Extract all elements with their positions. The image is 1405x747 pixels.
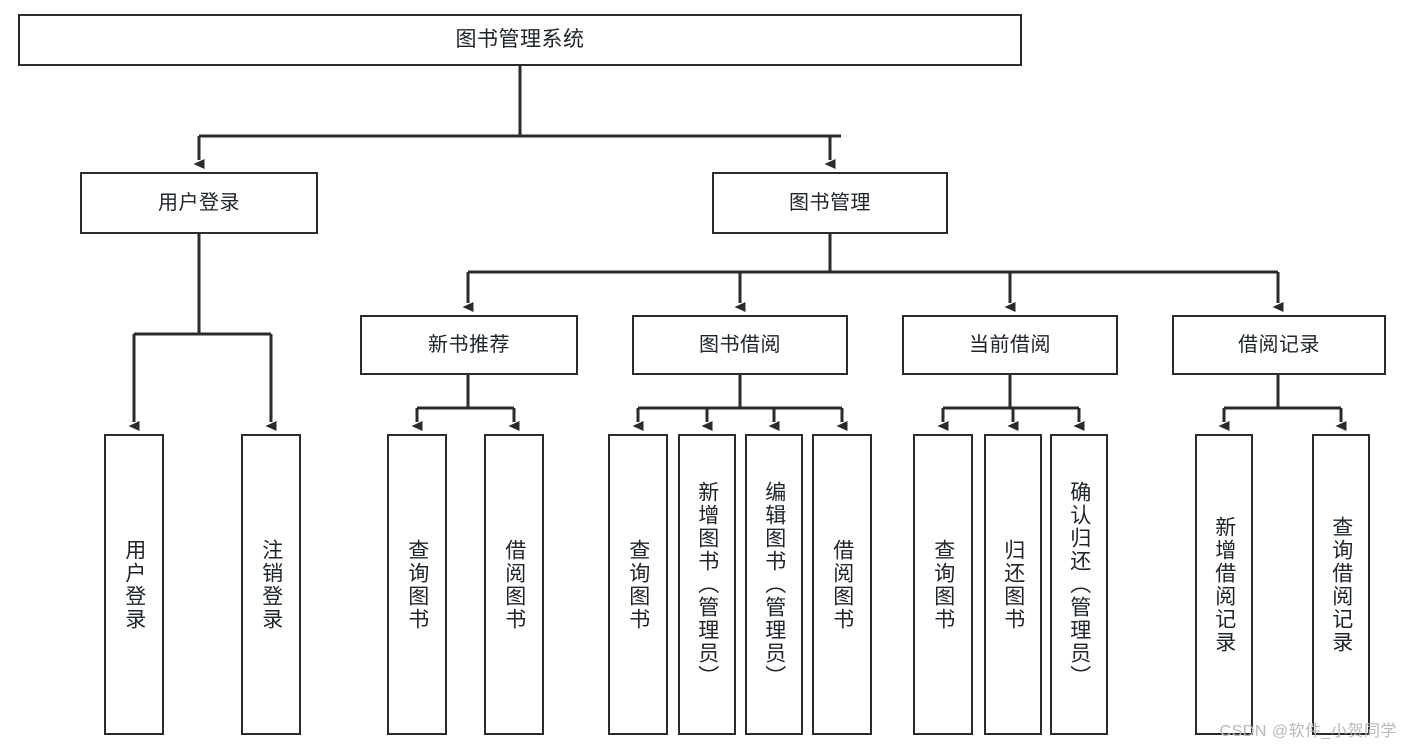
leaf-node[interactable]: 编辑图书（管理员） (745, 434, 803, 735)
leaf-node-label: 归还图书 (1001, 538, 1025, 631)
node-borrow-record[interactable]: 借阅记录 (1172, 315, 1386, 375)
node-new-book-recommend-label: 新书推荐 (428, 333, 510, 356)
leaf-node[interactable]: 查询图书 (387, 434, 447, 735)
node-root-label: 图书管理系统 (455, 28, 585, 52)
leaf-node[interactable]: 借阅图书 (812, 434, 872, 735)
leaf-node-label: 编辑图书（管理员） (762, 481, 786, 688)
leaf-node-label: 新增借阅记录 (1212, 515, 1236, 654)
leaf-node[interactable]: 查询借阅记录 (1312, 434, 1370, 735)
leaf-node-label: 借阅图书 (830, 538, 854, 631)
leaf-node[interactable]: 新增借阅记录 (1195, 434, 1253, 735)
node-book-borrow[interactable]: 图书借阅 (632, 315, 848, 375)
leaf-node-label: 用户登录 (122, 538, 146, 631)
leaf-node-label: 确认归还（管理员） (1067, 481, 1091, 688)
leaf-node[interactable]: 归还图书 (984, 434, 1042, 735)
watermark: CSDN @软件_小贺同学 (1219, 723, 1397, 740)
leaf-node[interactable]: 确认归还（管理员） (1050, 434, 1108, 735)
leaf-node[interactable]: 新增图书（管理员） (678, 434, 736, 735)
node-borrow-record-label: 借阅记录 (1238, 333, 1320, 356)
leaf-node-label: 借阅图书 (502, 538, 526, 631)
leaf-node-label: 查询图书 (405, 538, 429, 631)
leaf-node-label: 查询借阅记录 (1329, 515, 1353, 654)
leaf-node-label: 查询图书 (931, 538, 955, 631)
node-book-management-label: 图书管理 (789, 191, 871, 214)
leaf-node-label: 注销登录 (259, 538, 283, 631)
leaf-node[interactable]: 注销登录 (241, 434, 301, 735)
leaf-node-label: 新增图书（管理员） (695, 481, 719, 688)
node-current-borrow[interactable]: 当前借阅 (902, 315, 1118, 375)
leaf-node[interactable]: 借阅图书 (484, 434, 544, 735)
node-book-borrow-label: 图书借阅 (699, 333, 781, 356)
node-current-borrow-label: 当前借阅 (969, 333, 1051, 356)
leaf-node[interactable]: 查询图书 (608, 434, 668, 735)
node-new-book-recommend[interactable]: 新书推荐 (360, 315, 578, 375)
node-book-management[interactable]: 图书管理 (712, 172, 948, 234)
node-user-login[interactable]: 用户登录 (80, 172, 318, 234)
node-root[interactable]: 图书管理系统 (18, 14, 1022, 66)
leaf-node-label: 查询图书 (626, 538, 650, 631)
node-user-login-label: 用户登录 (158, 191, 240, 214)
leaf-node[interactable]: 用户登录 (104, 434, 164, 735)
leaf-node[interactable]: 查询图书 (913, 434, 973, 735)
